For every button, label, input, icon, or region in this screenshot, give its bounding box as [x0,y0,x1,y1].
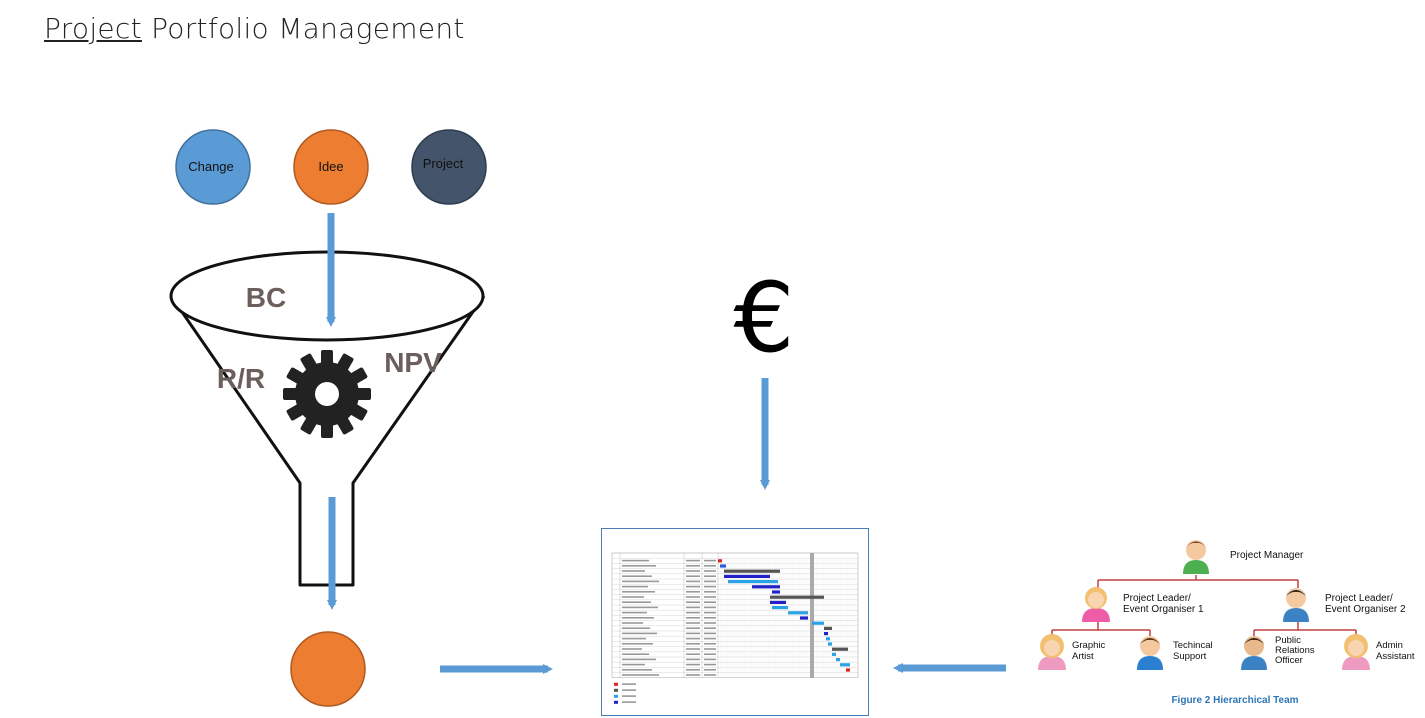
role-project-leader-2: Project Leader/Event Organiser 2 [1325,593,1406,615]
avatar [1283,588,1309,622]
role-project-leader-1: Project Leader/Event Organiser 1 [1123,593,1204,615]
avatar [1342,634,1370,670]
role-project-manager: Project Manager [1230,550,1304,561]
gear-icon [283,350,371,438]
hierarchical-team-chart: Project Manager Project Leader/Event Org… [1038,540,1415,706]
input-circle-change: Change [175,129,251,205]
avatar [1183,540,1209,574]
input-label-idee: Idee [318,159,343,174]
funnel-label-rr: R/R [217,363,265,394]
funnel-label-npv: NPV [384,347,442,378]
input-label-project: Project [423,156,464,171]
gantt-chart-image [611,552,859,704]
avatar [1038,634,1066,670]
page-title: Project Portfolio Management [44,12,465,45]
title-underlined-word: Project [44,12,142,45]
title-rest: Portfolio Management [141,12,465,45]
gantt-chart-thumbnail [601,528,869,716]
output-circle [290,631,366,707]
euro-icon: € [733,262,794,374]
avatar [1241,636,1267,670]
team-caption: Figure 2 Hierarchical Team [1171,695,1298,706]
avatar [1082,587,1110,622]
funnel: BC R/R NPV [169,250,486,587]
input-circle-idee: Idee [293,129,369,205]
avatar [1137,636,1163,670]
funnel-label-bc: BC [246,282,286,313]
input-label-change: Change [188,159,234,174]
input-circle-project: Project [411,129,487,205]
